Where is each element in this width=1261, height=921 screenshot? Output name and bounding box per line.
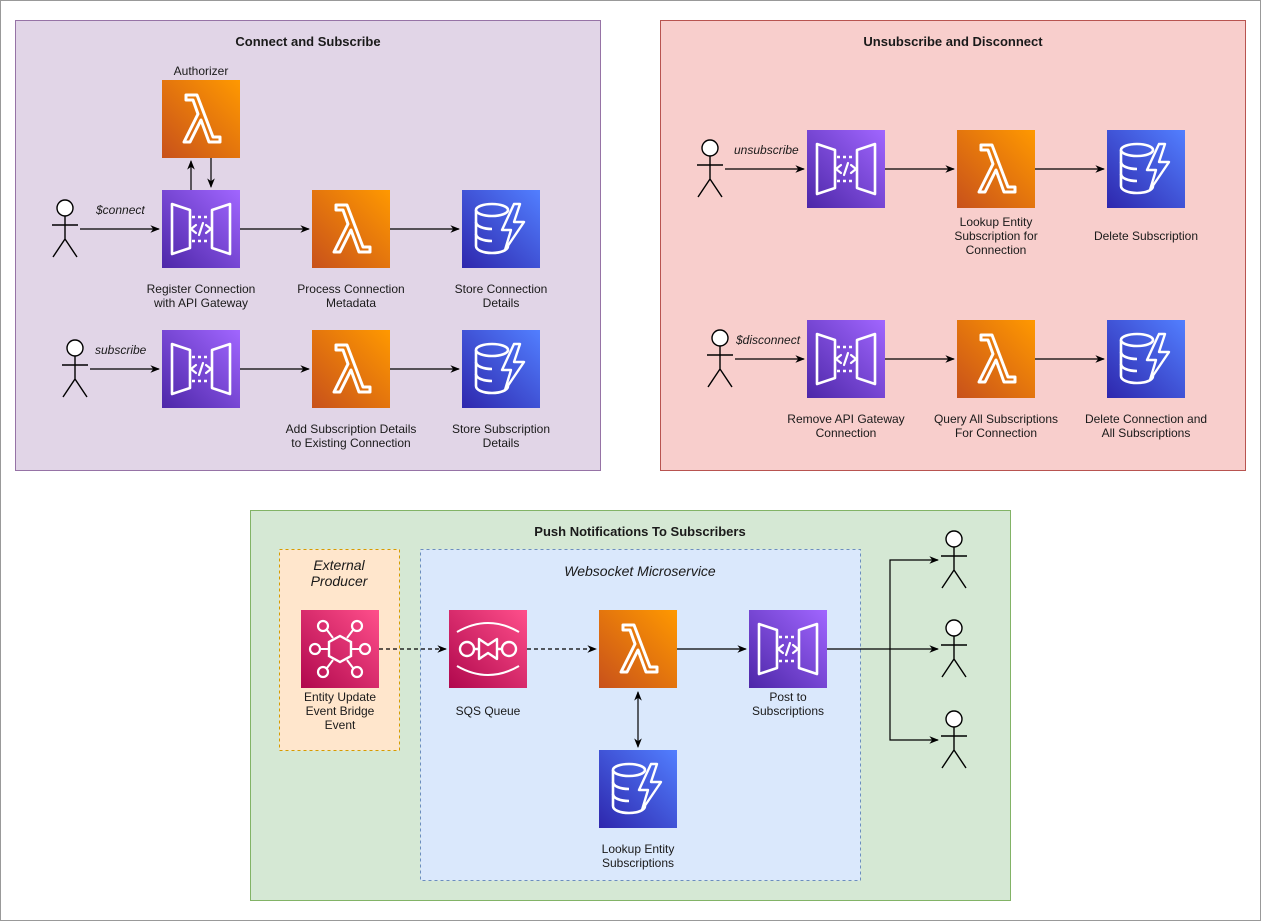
remove-gateway-label-line2: Connection (816, 426, 877, 440)
register-gateway-label-line1: Register Connection (147, 282, 256, 296)
lookup-subscription-label-line3: Connection (966, 243, 1027, 257)
lookup-subscription-label-line1: Lookup Entity (960, 215, 1033, 229)
delete-all-label-line2: All Subscriptions (1102, 426, 1191, 440)
eventbridge-label-line1: Entity Update (304, 690, 376, 704)
external-producer-title-line2: Producer (311, 573, 369, 589)
remove-gateway-icon (807, 320, 885, 398)
lookup-subscription-label-line2: Subscription for (954, 229, 1037, 243)
post-gateway-label-line2: Subscriptions (752, 704, 824, 718)
edge-label-subscribe: subscribe (95, 343, 147, 357)
panel-disconnect-background (660, 20, 1246, 471)
eventbridge-label-line3: Event (325, 718, 356, 732)
edge-label-unsubscribe: unsubscribe (734, 143, 799, 157)
add-subscription-lambda-icon (312, 330, 390, 408)
lookup-subscriptions-label-line1: Lookup Entity (602, 842, 675, 856)
unsubscribe-gateway-icon (807, 130, 885, 208)
websocket-microservice-title: Websocket Microservice (564, 563, 716, 579)
query-subscriptions-label-line1: Query All Subscriptions (934, 412, 1058, 426)
lookup-subscriptions-dynamodb-icon (599, 750, 677, 828)
add-subscription-label-line1: Add Subscription Details (286, 422, 417, 436)
store-connection-label-line2: Details (483, 296, 520, 310)
post-gateway-label-line1: Post to (769, 690, 807, 704)
store-subscription-dynamodb-icon (462, 330, 540, 408)
lookup-subscription-lambda-icon (957, 130, 1035, 208)
edge-label-connect: $connect (95, 203, 145, 217)
delete-all-dynamodb-icon (1107, 320, 1185, 398)
store-subscription-label-line2: Details (483, 436, 520, 450)
panel-connect-title: Connect and Subscribe (235, 34, 380, 49)
edge-post-to-subscriber-1 (889, 556, 939, 649)
process-lambda-label-line1: Process Connection (297, 282, 404, 296)
register-gateway-icon (162, 190, 240, 268)
panel-disconnect-title: Unsubscribe and Disconnect (863, 34, 1043, 49)
sqs-queue-label: SQS Queue (456, 704, 521, 718)
store-connection-dynamodb-icon (462, 190, 540, 268)
store-subscription-label-line1: Store Subscription (452, 422, 550, 436)
panel-push-title: Push Notifications To Subscribers (534, 524, 745, 539)
panel-unsubscribe-disconnect: Unsubscribe and Disconnect (660, 20, 1246, 471)
delete-subscription-dynamodb-icon (1107, 130, 1185, 208)
process-lambda-label-line2: Metadata (326, 296, 376, 310)
query-subscriptions-lambda-icon (957, 320, 1035, 398)
lookup-subscriptions-label-line2: Subscriptions (602, 856, 674, 870)
query-subscriptions-label-line2: For Connection (955, 426, 1037, 440)
push-lambda-icon (599, 610, 677, 688)
eventbridge-label-line2: Event Bridge (306, 704, 375, 718)
panel-push-notifications: Push Notifications To Subscribers Extern… (250, 510, 1011, 901)
edges (80, 158, 1105, 748)
remove-gateway-label-line1: Remove API Gateway (787, 412, 904, 426)
store-connection-label-line1: Store Connection (455, 282, 548, 296)
external-producer-title: External (313, 557, 365, 573)
edge-post-to-subscriber-3 (889, 649, 939, 744)
subscribe-gateway-icon (162, 330, 240, 408)
delete-subscription-label: Delete Subscription (1094, 229, 1198, 243)
authorizer-label: Authorizer (174, 64, 229, 78)
authorizer-lambda-icon (162, 80, 240, 158)
post-gateway-icon (749, 610, 827, 688)
add-subscription-label-line2: to Existing Connection (291, 436, 410, 450)
register-gateway-label-line2: with API Gateway (153, 296, 248, 310)
process-lambda-icon (312, 190, 390, 268)
delete-all-label-line1: Delete Connection and (1085, 412, 1207, 426)
edge-label-disconnect: $disconnect (735, 333, 801, 347)
eventbridge-icon (301, 610, 379, 688)
sqs-queue-icon (449, 610, 527, 688)
